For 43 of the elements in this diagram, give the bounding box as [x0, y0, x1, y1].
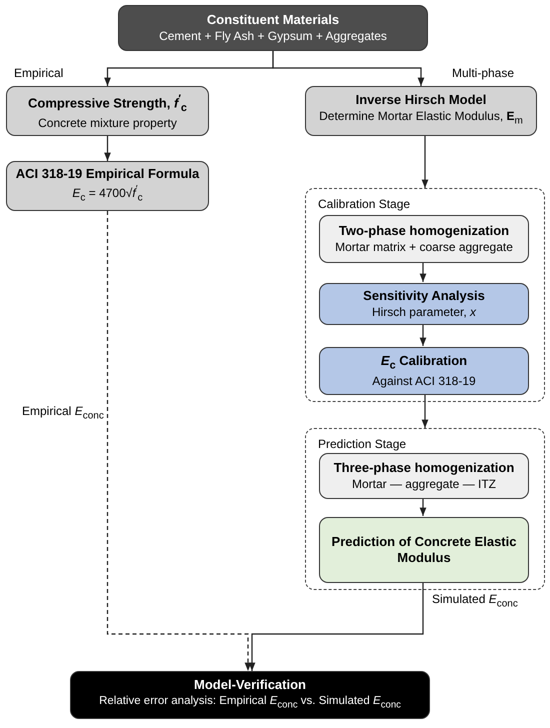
box-title: Three-phase homogenization: [334, 460, 514, 476]
process-box: [118, 5, 428, 51]
stage-title: Calibration Stage: [318, 197, 410, 211]
result-box: [70, 671, 430, 719]
box-description: Concrete mixture property: [38, 115, 177, 132]
box-title: Model-Verification: [194, 676, 306, 693]
box-description: Mortar — aggregate — ITZ: [352, 476, 496, 492]
arrow: [420, 498, 426, 516]
box-description: Mortar matrix + coarse aggregate: [335, 239, 513, 255]
arrow: [104, 136, 111, 161]
arrow: [248, 582, 424, 671]
box-title: Sensitivity Analysis: [363, 288, 485, 304]
stage-title: Prediction Stage: [318, 437, 406, 451]
stage-group: [305, 188, 545, 402]
box-description: Relative error analysis: Empirical E$_{conc}$ vs. Simulated E$_{conc}$: [99, 694, 401, 712]
edge-label: Multi-phase: [452, 66, 514, 80]
arrow: [272, 51, 424, 86]
process-box: [319, 517, 529, 583]
box-description: Determine Mortar Elastic Modulus, E$_{m}$: [319, 108, 523, 129]
arrow: [422, 394, 428, 428]
process-box: [305, 86, 537, 136]
stage-group: [305, 428, 545, 590]
box-description: Hirsch parameter, x: [372, 304, 476, 320]
box-title: Inverse Hirsch Model: [356, 92, 486, 108]
box-title: Two-phase homogenization: [338, 223, 510, 239]
process-box: [6, 161, 209, 211]
box-title: E$_{c}$ Calibration: [380, 352, 468, 374]
edge-label: Simulated E$_{conc}$: [432, 592, 518, 610]
arrow: [420, 262, 426, 282]
process-box: [319, 347, 529, 395]
process-box: [319, 215, 529, 263]
arrow: [420, 324, 426, 346]
box-title: Constituent Materials: [206, 12, 340, 28]
box-description: Cement + Fly Ash + Gypsum + Aggregates: [159, 28, 387, 44]
edge-label: Empirical: [14, 66, 64, 80]
arrow: [106, 211, 252, 671]
box-title: ACI 318-19 Empirical Formula: [16, 166, 200, 182]
process-box: [319, 283, 529, 325]
arrow: [422, 136, 428, 188]
process-box: [319, 453, 529, 499]
box-title: Prediction of Concrete Elastic Modulus: [330, 534, 518, 566]
process-box: [6, 86, 209, 136]
box-description: Against ACI 318-19: [372, 373, 476, 390]
